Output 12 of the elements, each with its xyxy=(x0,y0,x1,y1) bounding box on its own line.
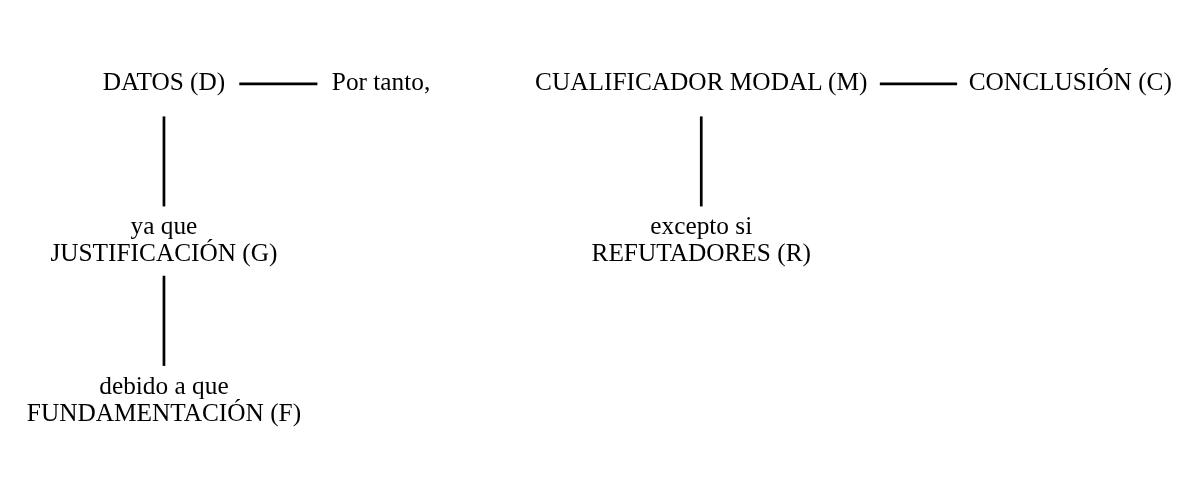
node-text: ya que JUSTIFICACIÓN (G) xyxy=(50,210,278,266)
node-text: debido a que FUNDAMENTACIÓN (F) xyxy=(26,370,302,426)
node-text: CUALIFICADOR MODAL (M) xyxy=(535,66,868,95)
node-text: excepto si REFUTADORES (R) xyxy=(591,210,811,266)
node-text: CONCLUSIÓN (C) xyxy=(968,66,1172,95)
connector xyxy=(879,81,958,85)
connector xyxy=(162,115,166,206)
connector xyxy=(699,115,703,206)
connector xyxy=(162,275,166,366)
connector xyxy=(239,81,318,85)
node-text: Por tanto, xyxy=(331,66,431,95)
node-text: DATOS (D) xyxy=(102,66,226,95)
